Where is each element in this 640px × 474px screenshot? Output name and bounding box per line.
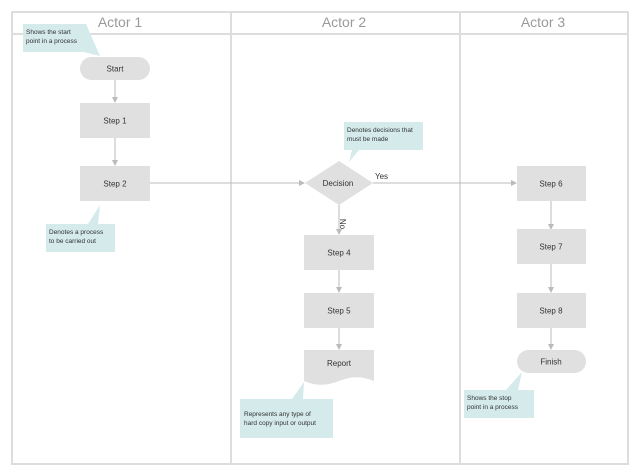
callout-shape xyxy=(23,24,100,56)
connectors xyxy=(112,80,554,350)
lane-title-actor-1: Actor 1 xyxy=(98,14,143,30)
note-report: Represents any type of hard copy input o… xyxy=(240,382,333,438)
node-step8[interactable]: Step 8 xyxy=(517,293,586,328)
node-step1[interactable]: Step 1 xyxy=(80,103,150,138)
note-process-line-2: to be carried out xyxy=(49,238,96,245)
edge-label-no: No xyxy=(338,219,347,230)
process-shape xyxy=(517,229,586,264)
node-step7-label: Step 7 xyxy=(539,243,563,252)
node-step2[interactable]: Step 2 xyxy=(80,166,150,201)
terminator-shape xyxy=(80,57,150,80)
process-shape xyxy=(304,293,374,328)
pool-border xyxy=(11,11,629,465)
process-shape xyxy=(517,293,586,328)
note-process-line-1: Denotes a process xyxy=(49,229,104,236)
process-shape xyxy=(80,166,150,201)
document-shape xyxy=(304,350,374,385)
callout-shape xyxy=(46,205,115,252)
lane-title-actor-3: Actor 3 xyxy=(521,14,566,30)
note-finish-line-1: Shows the stop xyxy=(467,395,512,402)
edge-label-yes: Yes xyxy=(375,172,388,181)
node-decision-label: Decision xyxy=(323,179,354,188)
note-report-line-2: hard copy input or output xyxy=(244,420,316,427)
note-start-line-1: Shows the start xyxy=(26,29,71,36)
node-step5[interactable]: Step 5 xyxy=(304,293,374,328)
callout-shape xyxy=(240,382,333,438)
note-start: Shows the start point in a process xyxy=(23,24,100,56)
node-step4[interactable]: Step 4 xyxy=(304,235,374,270)
terminator-shape xyxy=(517,350,586,373)
node-step2-label: Step 2 xyxy=(103,180,127,189)
node-step6-label: Step 6 xyxy=(539,180,563,189)
note-start-line-2: point in a process xyxy=(26,38,78,45)
node-start[interactable]: Start xyxy=(80,57,150,80)
note-finish: Shows the stop point in a process xyxy=(464,372,534,418)
node-step4-label: Step 4 xyxy=(327,249,351,258)
lane-title-actor-2: Actor 2 xyxy=(322,14,367,30)
node-report[interactable]: Report xyxy=(304,350,374,385)
callout-shape xyxy=(464,372,534,418)
note-decision: Denotes decisions that must be made xyxy=(344,122,423,162)
node-step7[interactable]: Step 7 xyxy=(517,229,586,264)
node-step8-label: Step 8 xyxy=(539,307,563,316)
callout-shape xyxy=(344,122,423,162)
node-report-label: Report xyxy=(327,359,352,368)
node-step6[interactable]: Step 6 xyxy=(517,166,586,201)
node-decision[interactable]: Decision xyxy=(305,161,373,205)
note-decision-line-1: Denotes decisions that xyxy=(347,127,413,134)
note-report-line-1: Represents any type of xyxy=(244,411,311,418)
process-shape xyxy=(517,166,586,201)
node-step1-label: Step 1 xyxy=(103,117,127,126)
node-step5-label: Step 5 xyxy=(327,307,351,316)
note-decision-line-2: must be made xyxy=(347,136,389,143)
process-shape xyxy=(80,103,150,138)
node-finish[interactable]: Finish xyxy=(517,350,586,373)
note-finish-line-2: point in a process xyxy=(467,404,519,411)
note-process: Denotes a process to be carried out xyxy=(46,205,115,252)
swimlanes: Actor 1 Actor 2 Actor 3 xyxy=(11,11,629,465)
decision-shape xyxy=(305,161,373,205)
node-start-label: Start xyxy=(107,65,125,74)
process-shape xyxy=(304,235,374,270)
node-finish-label: Finish xyxy=(540,358,561,367)
